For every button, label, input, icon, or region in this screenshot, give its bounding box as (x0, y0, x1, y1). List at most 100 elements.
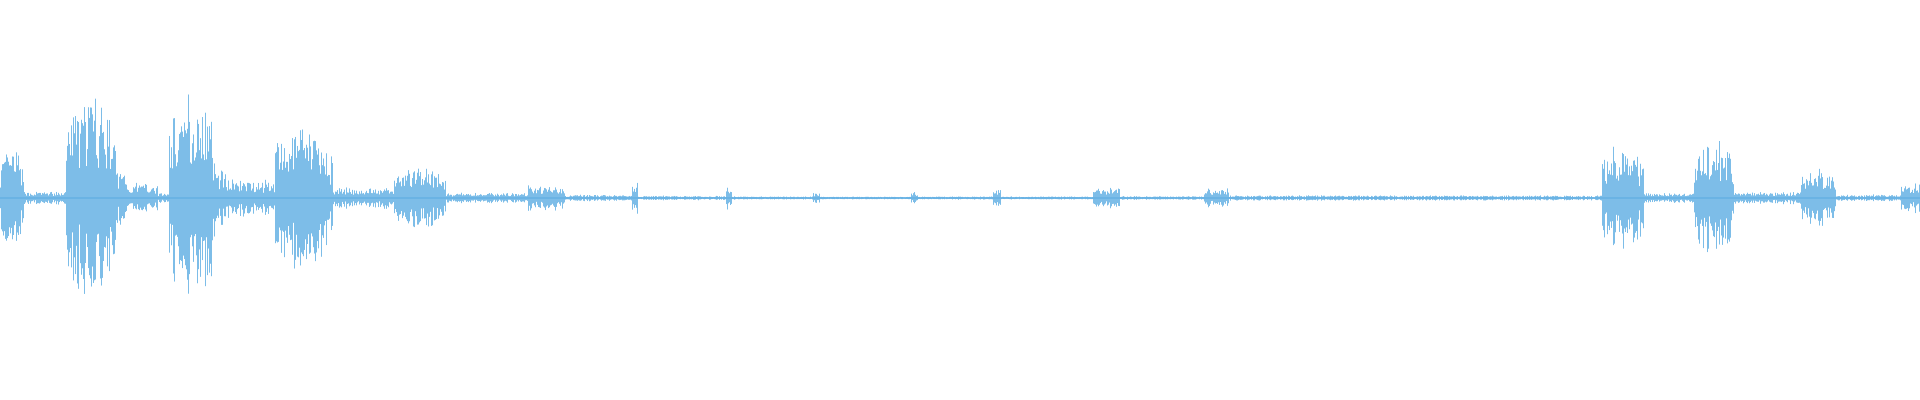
waveform-bar (438, 174, 439, 219)
waveform-bar (432, 171, 433, 226)
waveform-bar (1326, 196, 1327, 200)
waveform-bar (869, 197, 870, 200)
waveform-bar (1780, 194, 1781, 202)
waveform-bar (1057, 196, 1058, 200)
waveform-bar (1386, 196, 1387, 200)
waveform-bar (450, 194, 451, 202)
waveform-bar (1378, 196, 1379, 200)
waveform-bar (1039, 197, 1040, 200)
waveform-bar (661, 196, 662, 200)
waveform-bar (1553, 195, 1554, 201)
waveform-bar (1014, 197, 1015, 200)
waveform-bar (587, 195, 588, 201)
waveform-bar (1279, 196, 1280, 200)
waveform-bar (343, 191, 344, 204)
waveform-bar (100, 125, 101, 279)
waveform-bar (280, 162, 281, 231)
waveform-bar (584, 195, 585, 202)
waveform-bar (1362, 196, 1363, 200)
waveform-bar (422, 178, 423, 219)
waveform-bar (156, 188, 157, 208)
waveform-bar (388, 190, 389, 208)
waveform-bar (1077, 196, 1078, 200)
waveform-bar (1728, 157, 1729, 240)
waveform-bar (521, 194, 522, 202)
waveform-bar (955, 196, 956, 200)
waveform-bar (284, 148, 285, 258)
waveform-bar (1772, 193, 1773, 203)
waveform-bar (1866, 195, 1867, 201)
waveform-bar (1411, 196, 1412, 200)
waveform-bar (385, 190, 386, 206)
waveform-bar (109, 120, 110, 272)
waveform-bar (546, 189, 547, 207)
waveform-bar (262, 182, 263, 213)
waveform-bar (748, 197, 749, 199)
waveform-bar (1010, 196, 1011, 200)
waveform-bar (1547, 195, 1548, 201)
waveform-bar (371, 193, 372, 204)
waveform-bar (1026, 197, 1027, 199)
waveform-bar (421, 185, 422, 209)
waveform-bar (52, 193, 53, 203)
waveform-bar (1708, 147, 1709, 249)
waveform-bar (1591, 196, 1592, 201)
waveform-bar (1563, 197, 1564, 199)
waveform-bar (1830, 188, 1831, 209)
waveform-bar (1146, 196, 1147, 200)
waveform-bar (1435, 195, 1436, 201)
waveform-bar (1750, 193, 1751, 203)
waveform-bar (1303, 196, 1304, 200)
waveform-bar (962, 196, 963, 199)
waveform-bar (125, 184, 126, 213)
waveform-bar (899, 197, 900, 199)
waveform-bar (707, 196, 708, 199)
waveform-bar (1638, 176, 1639, 220)
waveform-bar (709, 196, 710, 200)
waveform-bar (1219, 191, 1220, 205)
waveform-bar (695, 196, 696, 200)
waveform-bar (1658, 196, 1659, 200)
waveform-bar (358, 194, 359, 202)
waveform-bar (992, 196, 993, 200)
waveform-bar (731, 192, 732, 204)
waveform-bar (949, 196, 950, 200)
waveform-bar (69, 144, 70, 253)
waveform-bar (93, 131, 94, 283)
waveform-bar (1419, 196, 1420, 201)
waveform-bar (1490, 196, 1491, 200)
waveform-bar (180, 132, 181, 261)
waveform-bar (1887, 196, 1888, 200)
waveform-bar (285, 167, 286, 231)
waveform-bar (11, 165, 12, 228)
waveform-bar (1085, 196, 1086, 200)
waveform-bar (1799, 194, 1800, 203)
waveform-bar (914, 192, 915, 204)
waveform-bar (926, 196, 927, 199)
waveform-bar (245, 186, 246, 209)
waveform-bar (1764, 192, 1765, 203)
waveform-bar (249, 183, 250, 214)
waveform-bar (1329, 196, 1330, 200)
waveform-bar (1771, 193, 1772, 203)
waveform-bar (528, 185, 529, 211)
waveform-bar (865, 196, 866, 200)
waveform-bar (1576, 196, 1577, 200)
waveform-bar (1673, 195, 1674, 202)
waveform-bar (1331, 196, 1332, 200)
waveform-bar (103, 131, 104, 262)
waveform-bar (386, 188, 387, 209)
waveform-bar (207, 126, 208, 276)
waveform-bar (1459, 196, 1460, 200)
waveform-bar (363, 193, 364, 203)
waveform-bar (710, 196, 711, 200)
waveform-bar (1461, 195, 1462, 201)
waveform-bar (585, 196, 586, 200)
waveform-bar (1574, 196, 1575, 200)
waveform-bar (87, 149, 88, 248)
waveform-bar (265, 179, 266, 215)
waveform-bar (152, 188, 153, 208)
waveform-bar (65, 192, 66, 204)
waveform-bar (677, 196, 678, 200)
